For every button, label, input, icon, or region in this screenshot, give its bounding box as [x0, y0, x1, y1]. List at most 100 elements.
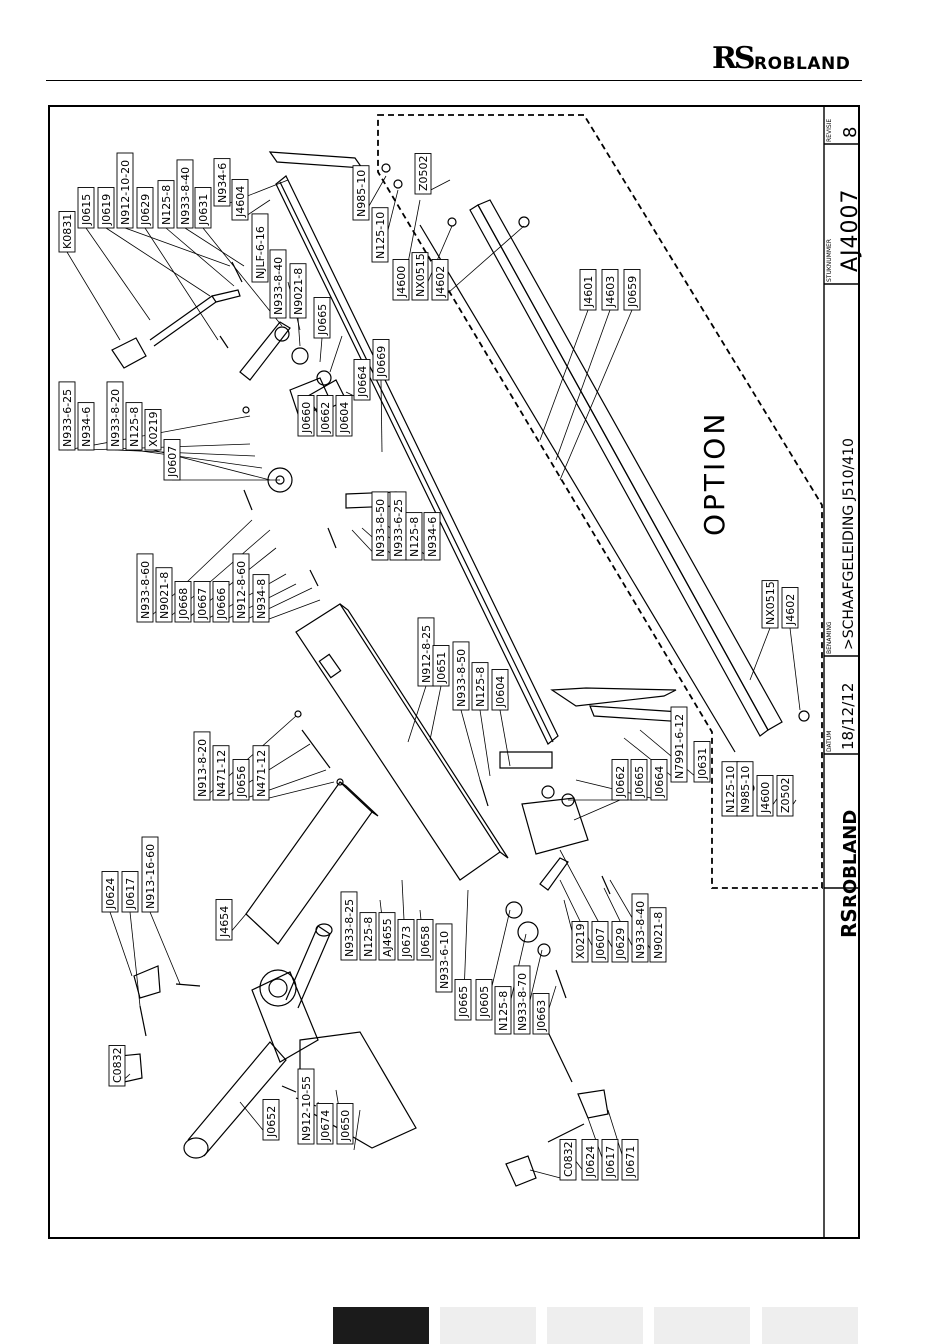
part-label: J0615 [77, 187, 95, 229]
part-label-text: J4601 [582, 276, 595, 308]
part-label-text: J0617 [124, 878, 137, 910]
part-label-text: N125-10 [724, 766, 737, 813]
part-label: N933-6-25 [389, 491, 407, 561]
part-label-text: J0662 [614, 766, 627, 798]
part-label-text: N933-8-70 [516, 973, 529, 1031]
part-label: N933-8-40 [269, 249, 287, 319]
part-label-text: J0667 [196, 588, 209, 620]
stuknummer-label: STUKNUMMER [826, 239, 833, 282]
part-label: X0219 [571, 921, 589, 963]
part-label-text: N912-10-20 [119, 160, 132, 225]
part-label-box [155, 567, 173, 623]
part-label-box [252, 745, 270, 801]
part-label-text: N933-8-50 [374, 499, 387, 557]
part-label: N125-8 [471, 662, 489, 711]
part-label-box [513, 965, 531, 1035]
part-label: J4602 [431, 259, 449, 301]
part-label-text: NX0515 [414, 253, 427, 297]
part-label-box [340, 891, 358, 961]
part-label-box [611, 921, 629, 963]
footer-tab-active[interactable] [333, 1307, 429, 1344]
part-label-text: J0662 [319, 402, 332, 434]
part-label-text: C0832 [562, 1141, 575, 1177]
part-label: J0664 [650, 759, 668, 801]
part-label-box [371, 207, 389, 263]
part-label: N985-10 [736, 761, 754, 817]
part-label-box [649, 907, 667, 963]
part-label-box [414, 153, 432, 195]
part-label: J0604 [491, 669, 509, 711]
part-label-box [423, 512, 441, 561]
part-label-box [431, 259, 449, 301]
part-label-text: NJLF-6-16 [254, 226, 267, 279]
part-label-box [475, 979, 493, 1021]
part-label: J0617 [121, 871, 139, 913]
part-label: N125-8 [125, 402, 143, 451]
part-label-box [353, 359, 371, 401]
brand-logo: RS ROBLAND [712, 42, 862, 78]
part-label-box [77, 402, 95, 451]
title-block-logo-mark: RS [837, 908, 861, 938]
part-label-text: J0624 [104, 878, 117, 910]
part-label-box [297, 1068, 315, 1145]
part-label: J0624 [101, 871, 119, 913]
part-label: J4601 [579, 269, 597, 311]
part-label-box [571, 921, 589, 963]
part-label-text: N933-8-20 [109, 389, 122, 447]
part-label-text: J0668 [177, 588, 190, 620]
part-label: N125-10 [371, 207, 389, 263]
part-label-text: J0674 [319, 1110, 332, 1142]
footer-tab[interactable] [654, 1307, 750, 1344]
part-label-text: J4604 [234, 186, 247, 218]
part-label-text: J0658 [419, 926, 432, 958]
part-label: J0674 [316, 1103, 334, 1145]
part-label-text: J4600 [759, 782, 772, 814]
part-label: J4600 [756, 775, 774, 817]
drawing-frame [48, 105, 860, 1239]
part-label: J0607 [163, 439, 181, 481]
part-label-text: J0665 [633, 766, 646, 798]
part-label: C0832 [559, 1139, 577, 1181]
part-label: J4602 [781, 587, 799, 629]
part-label-box [316, 1103, 334, 1145]
part-label-box [693, 741, 711, 783]
title-block-logo: ROBLAND [840, 810, 861, 908]
part-label-box [416, 919, 434, 961]
part-label: N933-8-70 [513, 965, 531, 1035]
part-label-text: N933-6-25 [61, 389, 74, 447]
part-label-box [454, 979, 472, 1021]
footer-tab[interactable] [762, 1307, 858, 1344]
part-label-box [623, 269, 641, 311]
part-label: J0665 [454, 979, 472, 1021]
part-label: N9021-8 [289, 263, 307, 319]
part-label-box [252, 574, 270, 623]
title-block [823, 105, 860, 1237]
part-label: NX0515 [761, 580, 779, 629]
part-label-box [621, 1139, 639, 1181]
part-label-text: J0629 [139, 194, 152, 226]
part-label: J4654 [215, 899, 233, 941]
part-label: N933-8-40 [176, 159, 194, 229]
part-label-box [397, 919, 415, 961]
part-label-box [579, 269, 597, 311]
part-label-text: NX0515 [764, 581, 777, 625]
part-label-box [213, 158, 231, 207]
part-label-text: J0604 [338, 402, 351, 434]
part-label-box [781, 587, 799, 629]
part-label: J0605 [475, 979, 493, 1021]
footer-tab[interactable] [547, 1307, 643, 1344]
part-label-box [215, 899, 233, 941]
part-label: N7991-6-12 [670, 706, 688, 783]
part-label-box [106, 381, 124, 451]
header-rule [46, 80, 862, 81]
footer-tab[interactable] [440, 1307, 536, 1344]
part-label: J0664 [353, 359, 371, 401]
part-label: N933-6-25 [58, 381, 76, 451]
part-label-text: N125-8 [362, 917, 375, 957]
part-label-box [405, 512, 423, 561]
part-label-text: N913-16-60 [144, 844, 157, 909]
part-label-box [335, 395, 353, 437]
part-label-text: J0664 [356, 366, 369, 398]
brand-name: ROBLAND [754, 54, 851, 74]
